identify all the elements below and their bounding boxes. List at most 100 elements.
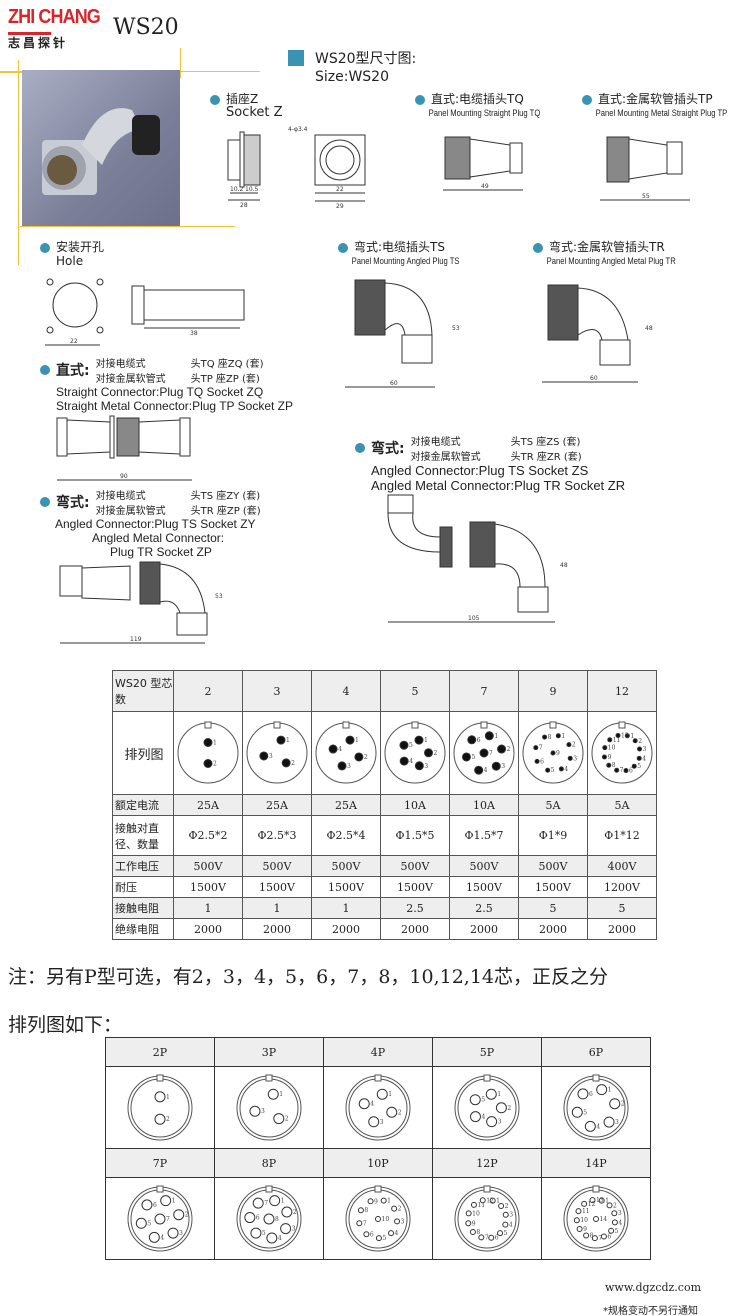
pin <box>602 745 608 751</box>
svg-text:8: 8 <box>612 762 616 769</box>
pin <box>566 742 572 748</box>
table-cell: 500V <box>311 855 381 877</box>
svg-text:5: 5 <box>637 763 641 770</box>
pin <box>611 1218 618 1225</box>
section-title-en: Size:WS20 <box>315 69 389 85</box>
pin-layout-diagram: 123 <box>246 721 308 784</box>
pin <box>281 1205 293 1217</box>
pin <box>596 1083 608 1095</box>
svg-text:4: 4 <box>481 1113 485 1120</box>
pin <box>337 761 347 771</box>
table-cell: 25A <box>242 794 312 816</box>
svg-text:4: 4 <box>564 766 568 773</box>
plug-tq-drawing: 49 <box>443 136 523 191</box>
pin <box>375 1234 382 1241</box>
pin <box>358 1097 370 1109</box>
svg-text:3: 3 <box>269 753 273 760</box>
row-label: 排列图 <box>112 711 174 795</box>
pin <box>380 1197 387 1204</box>
angled-zs-drawing: 105 48 <box>387 494 568 623</box>
pin-layout-diagram: 123 <box>236 1074 302 1140</box>
svg-text:1: 1 <box>630 733 634 740</box>
table-cell: 1500V <box>518 876 588 898</box>
pin-count: 4 <box>311 670 381 712</box>
angled-zy-drawing: 119 53 <box>59 561 223 644</box>
svg-text:3: 3 <box>261 1108 265 1115</box>
heading-en: Panel Mounting Angled Plug TS <box>351 256 460 266</box>
p-type-label: 2P <box>105 1037 215 1067</box>
pin <box>414 735 424 745</box>
svg-text:3: 3 <box>573 755 577 762</box>
pin <box>593 1215 599 1222</box>
heading-cn: 插座Z <box>226 92 259 106</box>
table-cell: 2000 <box>380 918 450 940</box>
pin <box>584 1120 596 1132</box>
pin <box>414 761 424 771</box>
text: 对接电缆式 <box>410 437 461 448</box>
p-type-label: 10P <box>323 1148 433 1178</box>
pin <box>148 1231 160 1243</box>
pin <box>502 1211 509 1218</box>
table-cell: 2000 <box>587 918 657 940</box>
pin <box>608 1227 615 1234</box>
svg-text:7: 7 <box>539 745 543 752</box>
pin <box>281 758 291 768</box>
svg-text:2: 2 <box>398 1205 402 1212</box>
pin <box>497 1229 504 1236</box>
socket-z-drawing: 10.2 10.5 28 22 29 4-φ3.4 <box>227 126 366 210</box>
pin <box>567 755 573 761</box>
pin-layout-diagram: 12 <box>177 721 239 784</box>
pin <box>583 1231 590 1238</box>
pin <box>623 768 629 774</box>
bullet-icon <box>355 443 365 453</box>
svg-text:6: 6 <box>589 1090 593 1097</box>
pin <box>154 1090 166 1102</box>
svg-text:12: 12 <box>621 732 629 739</box>
pin <box>276 735 286 745</box>
pin <box>636 755 642 761</box>
plug-tr-drawing: 60 48 <box>542 284 653 383</box>
svg-text:2: 2 <box>213 761 217 768</box>
pin <box>141 1198 153 1210</box>
pin <box>489 1197 496 1204</box>
svg-text:12: 12 <box>486 1197 494 1204</box>
svg-text:1: 1 <box>561 733 565 740</box>
pin <box>469 1110 481 1122</box>
svg-text:4: 4 <box>509 1221 513 1228</box>
svg-text:2: 2 <box>572 742 576 749</box>
pin <box>467 735 477 745</box>
table-cell: Φ2.5*2 <box>173 815 243 856</box>
svg-text:2: 2 <box>613 1202 617 1209</box>
note-text: 排列图如下： <box>8 1014 123 1036</box>
dim-label: 22 <box>70 338 78 345</box>
svg-text:1: 1 <box>388 1091 392 1098</box>
dim-label: 90 <box>120 473 128 480</box>
pin <box>376 1088 388 1100</box>
pin <box>280 1222 292 1234</box>
svg-text:1: 1 <box>355 737 359 744</box>
pin <box>601 754 607 760</box>
pin <box>167 1227 179 1239</box>
table-cell: 2000 <box>311 918 381 940</box>
rule-line <box>18 60 19 265</box>
table-cell: 5 <box>587 897 657 919</box>
pin <box>533 745 539 751</box>
svg-text:9: 9 <box>374 1198 378 1205</box>
pin <box>598 1197 605 1204</box>
rule-line <box>180 48 181 78</box>
pin <box>399 740 409 750</box>
table-cell: Φ1.5*5 <box>380 815 450 856</box>
svg-text:1: 1 <box>497 1091 501 1098</box>
heading-cn: 弯式:电缆插头TS <box>354 240 445 254</box>
svg-text:3: 3 <box>615 1119 619 1126</box>
pin <box>576 1225 583 1232</box>
table-cell: 500V <box>449 855 519 877</box>
